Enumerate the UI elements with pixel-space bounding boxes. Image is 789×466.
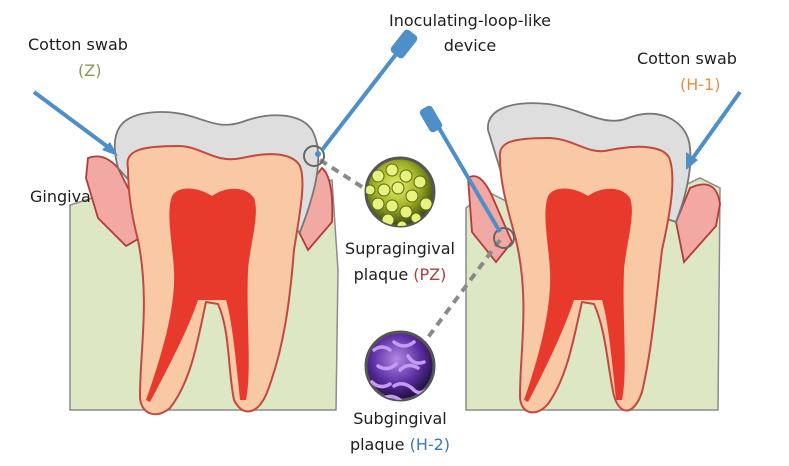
supra-connector-line bbox=[318, 158, 372, 194]
supragingival-plaque-word: plaque bbox=[354, 265, 414, 284]
sampling-circle-icon bbox=[303, 145, 325, 167]
gingiva-label: Gingiva bbox=[30, 187, 91, 206]
supragingival-label-line1: Supragingival bbox=[345, 239, 455, 258]
right-pulp bbox=[524, 188, 632, 402]
supragingival-label-line2: plaque (PZ) bbox=[354, 265, 447, 284]
cotton-swab-left-icon bbox=[32, 90, 118, 156]
sub-connector-line bbox=[424, 238, 502, 342]
left-tooth bbox=[69, 111, 339, 416]
loop-device-label-line2: device bbox=[444, 36, 497, 55]
right-gingiva-right bbox=[675, 183, 721, 264]
right-tooth bbox=[465, 102, 721, 414]
left-pulp bbox=[146, 188, 256, 402]
inoculating-loop-icon bbox=[315, 29, 418, 157]
cotton-swab-left-label: Cotton swab bbox=[28, 35, 128, 54]
subgingival-probe-icon bbox=[419, 105, 502, 234]
cotton-swab-right-icon bbox=[686, 90, 742, 170]
sampling-circle-icon bbox=[493, 227, 515, 249]
subgingival-label-line1: Subgingival bbox=[353, 409, 447, 428]
purple-bacteria-cluster-icon bbox=[364, 330, 436, 402]
subgingival-plaque-word: plaque bbox=[350, 435, 410, 454]
green-bacteria-cluster-icon bbox=[364, 156, 436, 228]
subgingival-label-line2: plaque (H-2) bbox=[350, 435, 450, 454]
h2-code-label: (H-2) bbox=[410, 435, 450, 454]
pz-code-label: (PZ) bbox=[413, 265, 446, 284]
loop-device-label-line1: Inoculating-loop-like bbox=[389, 11, 551, 30]
h1-code-label: (H-1) bbox=[680, 75, 720, 94]
z-code-label: (Z) bbox=[78, 61, 101, 80]
cotton-swab-right-label: Cotton swab bbox=[637, 49, 737, 68]
